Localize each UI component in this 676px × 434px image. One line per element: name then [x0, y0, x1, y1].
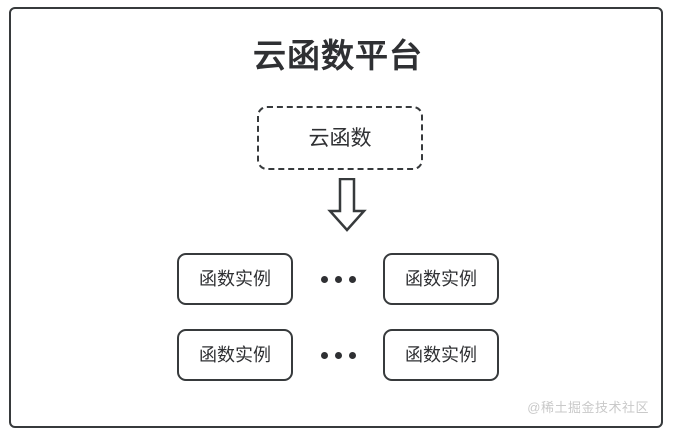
ellipsis-dot: [348, 351, 356, 359]
function-instance-box[interactable]: 函数实例: [177, 253, 293, 305]
function-instance-label: 函数实例: [199, 269, 271, 289]
function-instance-box[interactable]: 函数实例: [383, 329, 499, 381]
ellipsis-icon: [293, 253, 383, 305]
instance-row: 函数实例 函数实例: [11, 329, 665, 381]
function-instance-box[interactable]: 函数实例: [383, 253, 499, 305]
ellipsis-dot: [320, 275, 328, 283]
diagram-outer-frame: 云函数平台 云函数 函数实例 函数实例 函数实例 函数实例: [9, 7, 663, 428]
ellipsis-dot: [334, 275, 342, 283]
function-instance-label: 函数实例: [199, 345, 271, 365]
ellipsis-icon: [293, 329, 383, 381]
cloud-function-label: 云函数: [308, 126, 372, 150]
function-instance-label: 函数实例: [405, 269, 477, 289]
watermark-text: @稀土掘金技术社区: [527, 400, 649, 415]
function-instance-label: 函数实例: [405, 345, 477, 365]
ellipsis-dot: [348, 275, 356, 283]
ellipsis-dot: [320, 351, 328, 359]
cloud-function-node[interactable]: 云函数: [257, 106, 423, 170]
ellipsis-dot: [334, 351, 342, 359]
function-instance-box[interactable]: 函数实例: [177, 329, 293, 381]
down-block-arrow-icon: [327, 178, 367, 232]
instance-row: 函数实例 函数实例: [11, 253, 665, 305]
page-title: 云函数平台: [253, 37, 423, 74]
